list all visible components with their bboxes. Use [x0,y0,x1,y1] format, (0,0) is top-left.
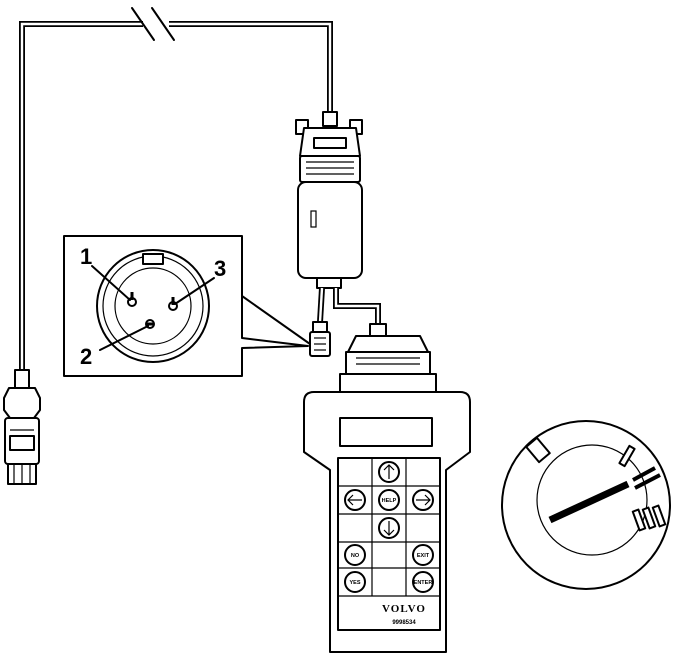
ignition-position-II [632,466,661,490]
ignition-position-I [618,444,636,468]
svg-text:NO: NO [351,553,360,559]
ignition-position-0 [525,436,551,464]
svg-text:YES: YES [349,580,360,586]
svg-text:ENTER: ENTER [414,580,433,586]
ignition-switch [501,420,671,590]
tester-cable [333,288,381,324]
pin-3-label: 3 [214,256,226,281]
tester-right-key[interactable] [412,489,434,511]
pin-2-label: 2 [80,344,92,369]
tester-yes-key[interactable]: YES [344,571,366,593]
svg-text:EXIT: EXIT [417,553,430,559]
diagnostic-plug [3,369,41,485]
tester-exit-key[interactable]: EXIT [412,544,434,566]
adapter-tail-cable [309,287,331,357]
tester-down-key[interactable] [378,517,400,539]
main-cable [19,7,333,370]
tester-display [339,417,433,447]
tester-part-number: 9998534 [392,620,416,626]
tester-brand-logo: VOLVO [382,603,426,615]
connector-pin-detail: 1 2 3 [63,235,311,377]
tester-enter-key[interactable]: ENTER [412,571,434,593]
pin-1-label: 1 [80,244,92,269]
ignition-position-III [631,504,667,532]
tester-no-key[interactable]: NO [344,544,366,566]
ignition-key-slot [548,480,630,524]
interface-adapter [295,111,363,289]
hand-tester: HELP NO EXIT YES [303,323,471,653]
tester-left-key[interactable] [344,489,366,511]
tester-up-key[interactable] [378,461,400,483]
svg-text:HELP: HELP [382,498,397,504]
tester-help-key[interactable]: HELP [378,489,400,511]
